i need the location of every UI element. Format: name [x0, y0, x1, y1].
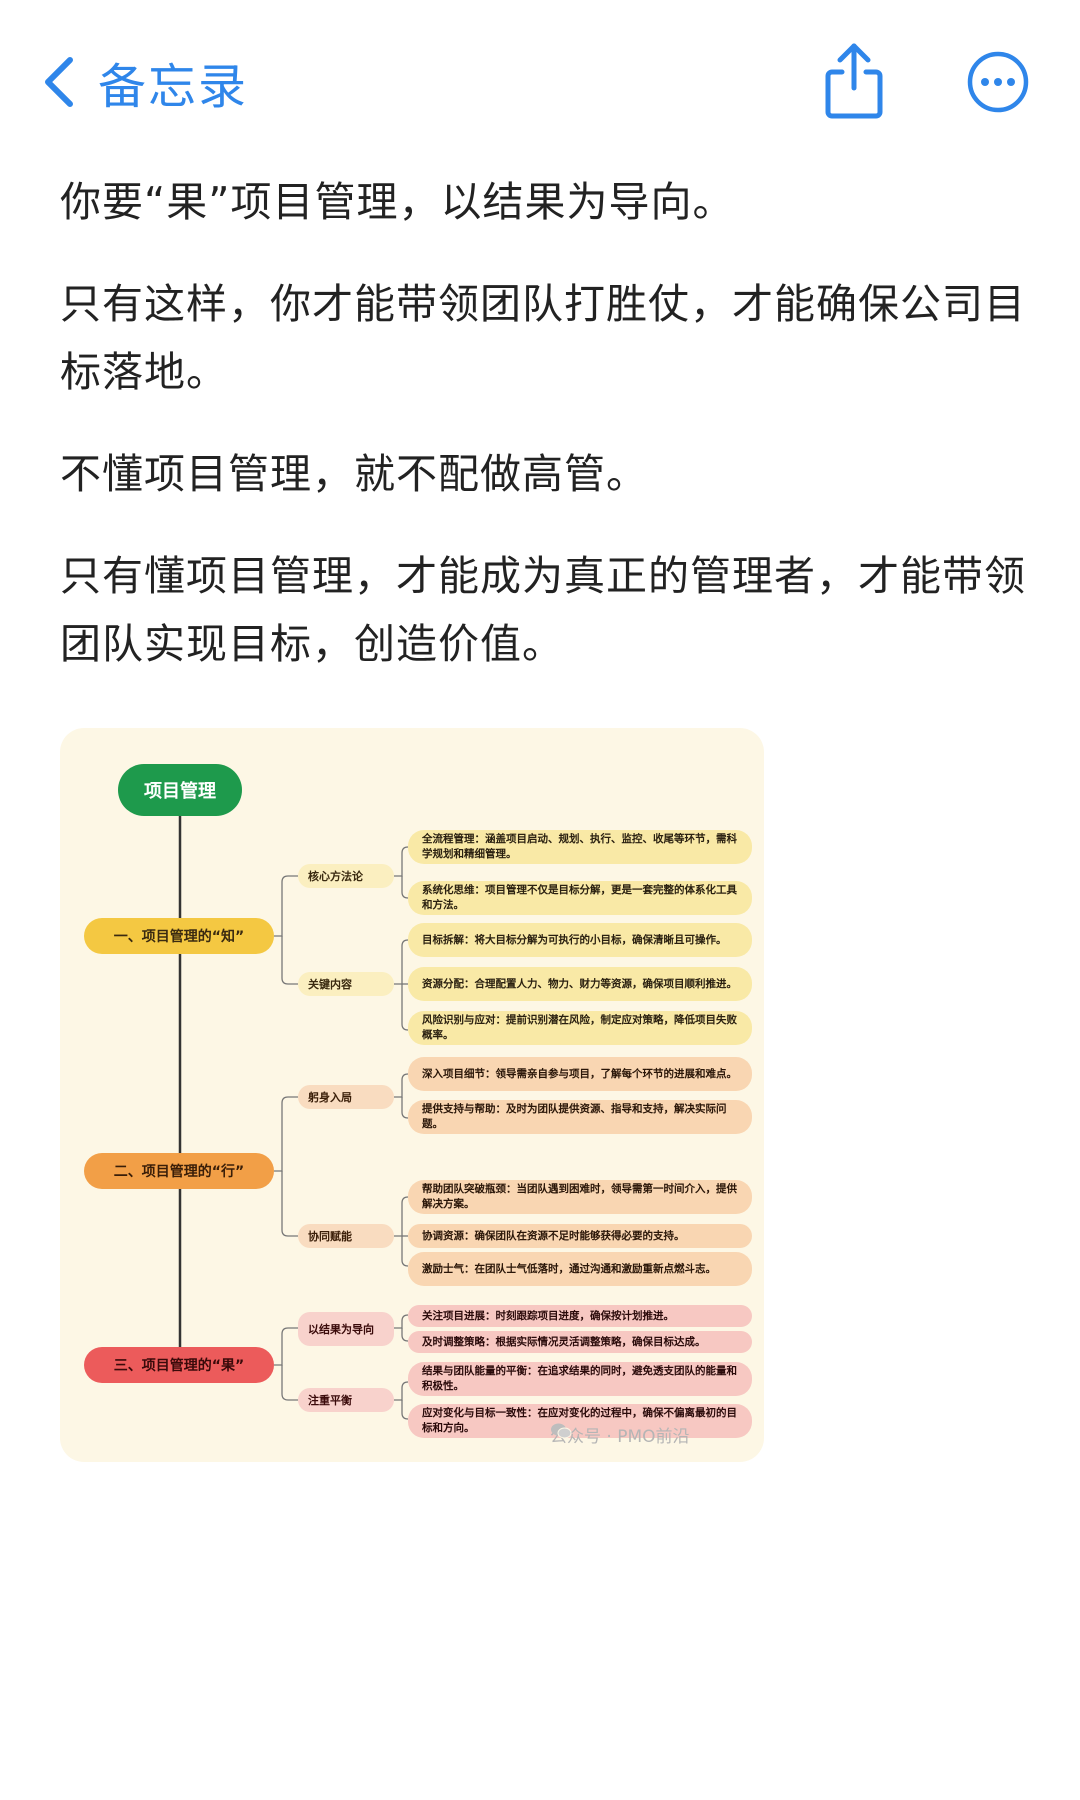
watermark: 公众号 · PMO前沿: [550, 1422, 690, 1447]
mindmap-subtopic: 以结果为导向: [298, 1312, 394, 1346]
mindmap-leaf: 深入项目细节：领导需亲自参与项目，了解每个环节的进展和难点。: [408, 1057, 752, 1091]
mindmap-leaf: 结果与团队能量的平衡：在追求结果的同时，避免透支团队的能量和积极性。: [408, 1362, 752, 1396]
mindmap-leaf: 激励士气：在团队士气低落时，通过沟通和激励重新点燃斗志。: [408, 1252, 752, 1286]
mindmap-leaf: 资源分配：合理配置人力、物力、财力等资源，确保项目顺利推进。: [408, 967, 752, 1001]
mindmap-subtopic: 关键内容: [298, 972, 394, 996]
watermark-text: 公众号 · PMO前沿: [550, 1427, 690, 1447]
mindmap-subtopic: 核心方法论: [298, 864, 394, 888]
mindmap-leaf: 提供支持与帮助：及时为团队提供资源、指导和支持，解决实际问题。: [408, 1100, 752, 1134]
mindmap-image[interactable]: 项目管理 一、项目管理的“知” 核心方法论 全流程管理：涵盖项目启动、规划、执行…: [60, 728, 764, 1462]
note-paragraph: 只有这样，你才能带领团队打胜仗，才能确保公司目标落地。: [60, 280, 1026, 396]
mindmap-leaf: 及时调整策略：根据实际情况灵活调整策略，确保目标达成。: [408, 1331, 752, 1353]
more-button[interactable]: [966, 50, 1030, 114]
mindmap-subtopic: 协同赋能: [298, 1224, 394, 1248]
mindmap-category: 二、项目管理的“行”: [84, 1153, 274, 1189]
mindmap-root: 项目管理: [118, 764, 242, 816]
note-paragraph: 你要“果”项目管理，以结果为导向。: [60, 178, 735, 226]
note-paragraph: 不懂项目管理，就不配做高管。: [60, 450, 648, 498]
mindmap-category: 三、项目管理的“果”: [84, 1347, 274, 1383]
share-button[interactable]: [818, 40, 890, 120]
mindmap-category: 一、项目管理的“知”: [84, 918, 274, 954]
note-body[interactable]: 你要“果”项目管理，以结果为导向。 只有这样，你才能带领团队打胜仗，才能确保公司…: [60, 168, 1030, 712]
mindmap-leaf: 目标拆解：将大目标分解为可执行的小目标，确保清晰且可操作。: [408, 923, 752, 957]
mindmap-leaf: 帮助团队突破瓶颈：当团队遇到困难时，领导需第一时间介入，提供解决方案。: [408, 1180, 752, 1214]
mindmap-leaf: 风险识别与应对：提前识别潜在风险，制定应对策略，降低项目失败概率。: [408, 1011, 752, 1045]
nav-bar: 备忘录: [0, 0, 1080, 170]
mindmap-leaf: 全流程管理：涵盖项目启动、规划、执行、监控、收尾等环节，需科学规划和精细管理。: [408, 830, 752, 864]
mindmap-subtopic: 注重平衡: [298, 1388, 394, 1412]
mindmap-connectors: [178, 814, 409, 1420]
mindmap-leaf: 协调资源：确保团队在资源不足时能够获得必要的支持。: [408, 1224, 752, 1248]
back-label: 备忘录: [98, 59, 249, 115]
share-icon: [825, 43, 883, 119]
mindmap-subtopic: 躬身入局: [298, 1085, 394, 1109]
note-paragraph: 只有懂项目管理，才能成为真正的管理者，才能带领团队实现目标，创造价值。: [60, 552, 1026, 668]
mindmap-leaf: 系统化思维：项目管理不仅是目标分解，更是一套完整的体系化工具和方法。: [408, 881, 752, 915]
mindmap-leaf: 应对变化与目标一致性：在应对变化的过程中，确保不偏离最初的目标和方向。: [408, 1404, 752, 1438]
mindmap-leaf: 关注项目进展：时刻跟踪项目进度，确保按计划推进。: [408, 1305, 752, 1327]
back-button[interactable]: 备忘录: [40, 46, 248, 118]
chevron-left-icon: [45, 57, 73, 107]
wechat-icon: [551, 1423, 572, 1439]
more-icon: [967, 51, 1029, 113]
